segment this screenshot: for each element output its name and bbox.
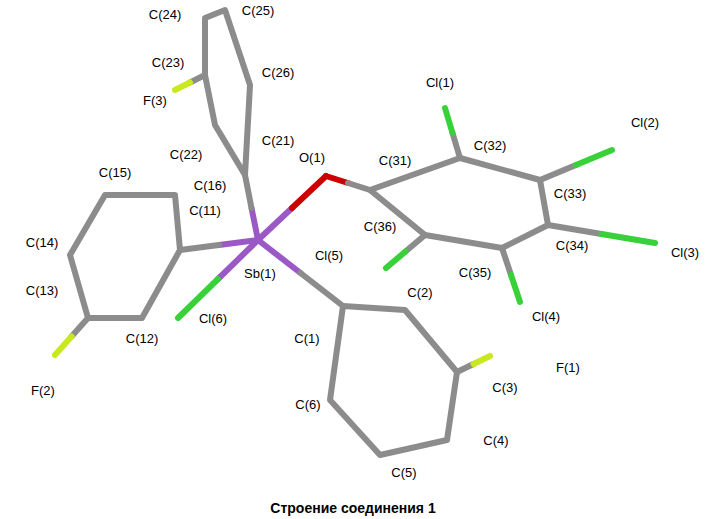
atom-label: C(3)	[492, 381, 517, 394]
atom-label: C(23)	[152, 56, 185, 69]
bond	[348, 183, 370, 190]
atom-label: O(1)	[299, 151, 325, 164]
bond	[301, 273, 344, 306]
atom-label: Cl(1)	[426, 76, 454, 89]
atom-label: C(33)	[554, 187, 587, 200]
bond	[292, 176, 326, 208]
atom-label: C(6)	[295, 398, 320, 411]
bond	[445, 108, 453, 133]
atom-label: C(11)	[189, 204, 221, 217]
atom-label: C(35)	[459, 266, 492, 279]
atom-label: Cl(4)	[532, 310, 560, 323]
bond	[511, 275, 520, 302]
aryl-ring	[70, 195, 180, 318]
atom-label: C(12)	[126, 332, 159, 345]
bond	[548, 225, 602, 234]
atom-label: C(21)	[262, 134, 295, 147]
atom-label: Cl(3)	[671, 246, 699, 259]
bond	[474, 356, 491, 364]
bond	[602, 234, 656, 243]
atom-label: F(2)	[31, 384, 55, 397]
atom-label: Sb(1)	[244, 267, 276, 280]
bond	[72, 318, 89, 337]
atom-label: C(22)	[170, 148, 203, 161]
atom-label: C(31)	[379, 154, 412, 167]
atom-label: C(13)	[26, 284, 59, 297]
atom-label: Cl(2)	[631, 116, 659, 129]
atom-label: C(32)	[474, 139, 507, 152]
bond	[406, 235, 426, 252]
atom-label: Cl(5)	[315, 249, 343, 262]
atom-label: F(1)	[556, 361, 580, 374]
bond	[258, 208, 292, 240]
atom-label: Cl(6)	[199, 312, 227, 325]
aryl-ring	[205, 10, 250, 175]
atom-label: C(34)	[556, 239, 589, 252]
bond	[540, 165, 576, 180]
bond	[326, 176, 348, 183]
aryl-ring	[330, 306, 457, 455]
bond	[55, 337, 72, 356]
figure-caption: Строение соединения 1	[270, 501, 435, 515]
atom-label: F(3)	[143, 94, 167, 107]
atom-label: C(5)	[391, 466, 416, 479]
atom-label: C(4)	[483, 434, 508, 447]
atom-label: C(1)	[294, 332, 319, 345]
bond	[576, 150, 612, 165]
bond	[502, 248, 511, 275]
atom-label: C(24)	[149, 8, 182, 21]
atom-label: C(14)	[26, 236, 59, 249]
atom-label: C(16)	[194, 179, 227, 192]
bond	[175, 83, 190, 91]
atom-label: C(36)	[364, 220, 397, 233]
bond	[252, 208, 259, 240]
bond	[386, 252, 406, 269]
atom-label: C(2)	[407, 286, 432, 299]
bond	[245, 175, 252, 208]
atom-label: C(26)	[262, 66, 295, 79]
bond	[180, 245, 219, 250]
bond	[453, 133, 461, 158]
atom-label: C(25)	[242, 4, 275, 17]
aryl-ring	[370, 158, 548, 248]
atom-label: C(15)	[99, 166, 132, 179]
